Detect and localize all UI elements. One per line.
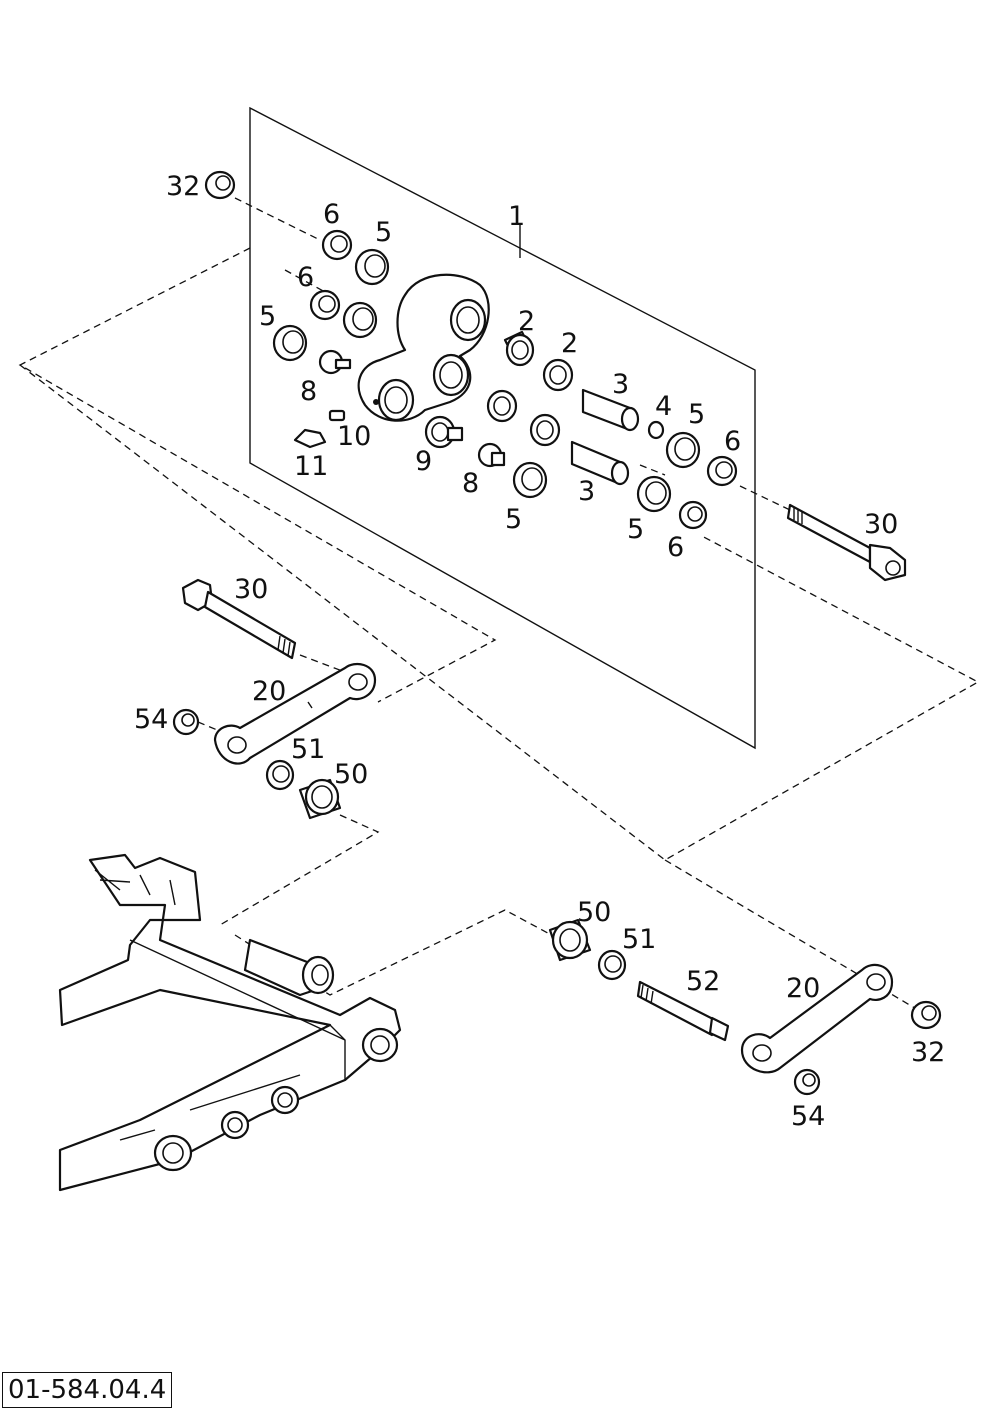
callout-52: 52: [686, 966, 720, 997]
needle-bearing-2c: [486, 389, 518, 423]
kit-frame: [249, 106, 756, 750]
callout-20b: 20: [786, 973, 820, 1004]
connecting-rod-20-left: [213, 662, 377, 765]
callout-50a: 50: [334, 759, 368, 790]
nut-54-right: [793, 1068, 821, 1096]
callout-54a: 54: [134, 704, 168, 735]
callout-54b: 54: [791, 1101, 825, 1132]
grease-nipple-8-left: [318, 349, 352, 375]
callout-11: 11: [294, 451, 328, 482]
ring-51-left: [265, 759, 295, 791]
callout-6d: 6: [667, 532, 684, 563]
seal-6-middle: [309, 289, 341, 321]
callout-3b: 3: [578, 476, 595, 507]
diagram-reference-code: 01-584.04.4: [2, 1372, 173, 1408]
leader-dash-right: [19, 364, 980, 861]
leader-dash-upper: [18, 247, 497, 703]
bolt-30-left: [181, 578, 297, 660]
callout-8a: 8: [300, 376, 317, 407]
nut-32-top: [204, 170, 236, 200]
leader-dash-30: [739, 485, 791, 511]
leader-dash-32: [234, 197, 321, 241]
callout-6c: 6: [724, 426, 741, 457]
callout-51a: 51: [291, 734, 325, 765]
callout-5d: 5: [505, 504, 522, 535]
callout-8b: 8: [462, 468, 479, 499]
callout-51b: 51: [622, 924, 656, 955]
callout-10: 10: [337, 421, 371, 452]
callout-30b: 30: [864, 509, 898, 540]
grease-nipple-8-right: [477, 442, 506, 468]
seal-6-right-lower: [678, 500, 708, 530]
bushing-5-left: [272, 324, 308, 362]
nut-32-right: [910, 1000, 942, 1030]
leader-dash-6: [284, 269, 326, 293]
callout-20a: 20: [252, 676, 286, 707]
seal-6-upper: [321, 229, 353, 261]
nut-54-left: [172, 708, 200, 736]
callout-5b: 5: [259, 301, 276, 332]
callout-2b: 2: [561, 328, 578, 359]
callout-5e: 5: [627, 514, 644, 545]
bolt-30-right: [786, 503, 907, 582]
bolt-52: [636, 980, 730, 1042]
callout-50b: 50: [577, 897, 611, 928]
callout-5a: 5: [375, 217, 392, 248]
connecting-rod-20-right: [740, 963, 894, 1074]
leader-dash-30b: [299, 654, 346, 673]
swingarm-pivot-sleeve: [243, 938, 335, 997]
callout-5c: 5: [688, 399, 705, 430]
bushing-5-right-upper: [665, 431, 701, 469]
sleeve-3-lower: [570, 440, 630, 486]
sleeve-50-left: [298, 778, 342, 820]
callout-30a: 30: [234, 574, 268, 605]
leader-dash-lower-right: [664, 859, 936, 1021]
callout-1: 1: [508, 201, 525, 232]
callout-2a: 2: [518, 306, 535, 337]
callout-6a: 6: [323, 199, 340, 230]
leader-dash-54: [197, 721, 223, 733]
callout-32a: 32: [166, 171, 200, 202]
linkage-lever: [357, 273, 490, 422]
callout-6b: 6: [297, 262, 314, 293]
needle-bearing-2a: [503, 330, 535, 367]
needle-bearing-2d: [529, 413, 561, 447]
grease-nipple-10: [328, 409, 346, 422]
bushing-5-upper: [354, 248, 390, 286]
cap-11: [293, 428, 327, 449]
callout-32b: 32: [911, 1037, 945, 1068]
callout-4: 4: [655, 391, 672, 422]
swingarm: [58, 853, 402, 1192]
ring-51-right: [597, 949, 627, 981]
leader-dash-left: [219, 814, 380, 926]
sleeve-3-upper: [581, 388, 640, 432]
leader-dash-bottom: [234, 909, 571, 996]
bushing-5-lower: [512, 461, 548, 499]
sleeve-50-right: [548, 918, 592, 962]
spacer-9: [424, 415, 464, 449]
callout-9: 9: [415, 446, 432, 477]
circlip-4: [647, 420, 665, 440]
bushing-5-middle: [342, 301, 378, 339]
bushing-5-right-lower: [636, 475, 672, 513]
callout-3a: 3: [612, 369, 629, 400]
needle-bearing-2b: [542, 358, 574, 392]
leader-dash-5: [639, 464, 666, 476]
seal-6-right-upper: [706, 455, 738, 487]
